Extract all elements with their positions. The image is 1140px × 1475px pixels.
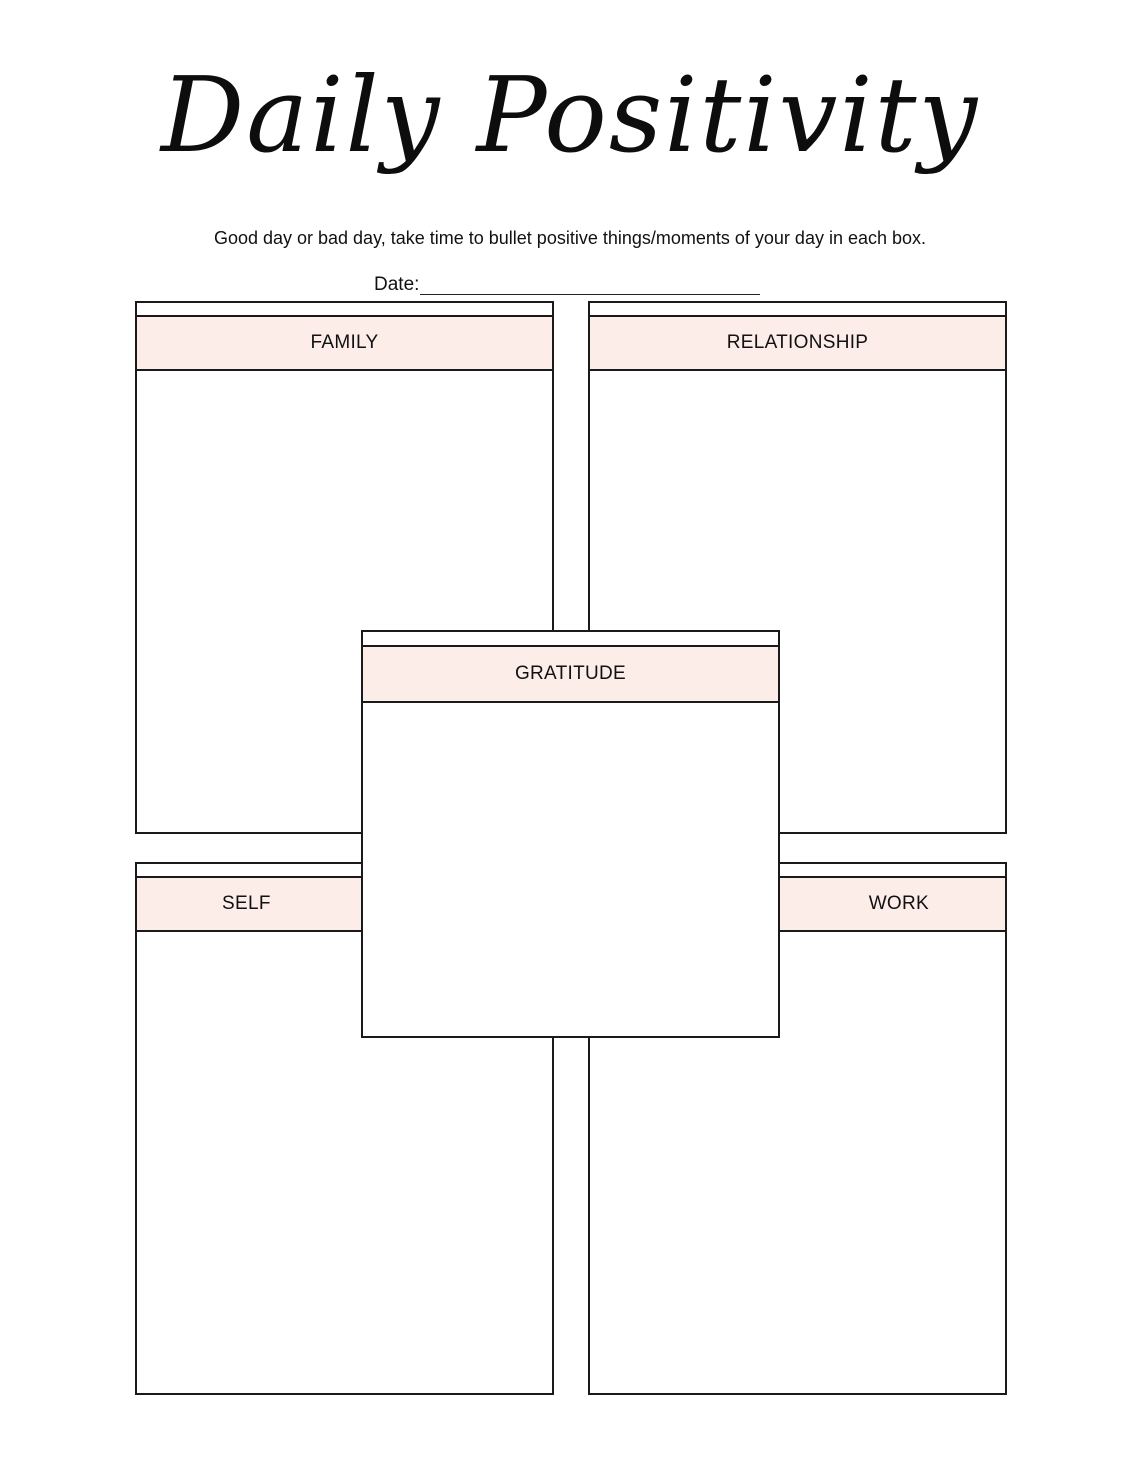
page-title: Daily Positivity <box>160 54 980 176</box>
date-field[interactable]: Date: <box>374 270 761 298</box>
gratitude-header: GRATITUDE <box>363 645 778 703</box>
gratitude-header-label: GRATITUDE <box>514 663 627 684</box>
work-header-label: WORK <box>868 893 929 914</box>
relationship-header-label: RELATIONSHIP <box>726 332 869 353</box>
family-header-label: FAMILY <box>310 332 379 353</box>
date-underline[interactable] <box>420 294 761 295</box>
date-label: Date: <box>374 274 420 295</box>
instructions-text: Good day or bad day, take time to bullet… <box>213 228 927 248</box>
self-header-label: SELF <box>222 893 271 914</box>
gratitude-box[interactable]: GRATITUDE <box>361 630 780 1038</box>
relationship-header: RELATIONSHIP <box>590 315 1005 371</box>
relationship-box[interactable]: RELATIONSHIP <box>588 301 1007 834</box>
family-box[interactable]: FAMILY <box>135 301 554 834</box>
family-header: FAMILY <box>137 315 552 371</box>
